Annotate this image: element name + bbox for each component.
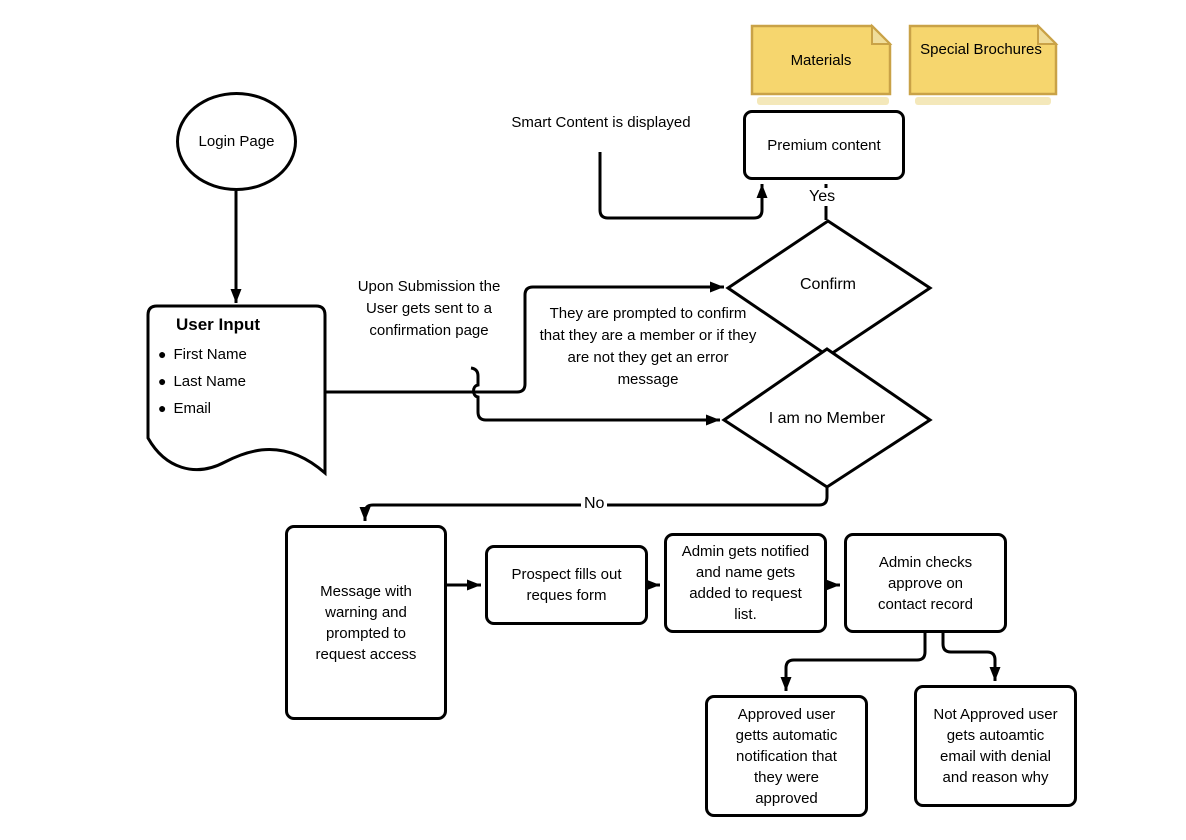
list-item: ● Email [158, 395, 278, 422]
prospect-form-node: Prospect fills out reques form [485, 545, 648, 625]
note-special-brochures-label: Special Brochures [920, 41, 1042, 58]
bullet-icon: ● [158, 400, 167, 416]
admin-notified-label: Admin gets notified and name gets added … [681, 543, 814, 623]
note-fold-corner [1037, 23, 1059, 45]
edge-label-no: No [581, 495, 608, 513]
premium-content-node: Premium content [743, 110, 905, 180]
edge-label-yes: Yes [806, 188, 839, 206]
not-approved-user-node: Not Approved user gets autoamtic email w… [914, 685, 1077, 807]
admin-checks-node: Admin checks approve on contact record [844, 533, 1007, 633]
approved-user-label: Approved user getts automatic notificati… [735, 705, 842, 807]
user-input-item-email: Email [173, 400, 211, 417]
smart-content-annotation: Smart Content is displayed [511, 114, 691, 131]
approved-user-node: Approved user getts automatic notificati… [705, 695, 868, 817]
login-page-node: Login Page [176, 92, 297, 191]
edge-adminchecks-to-notapproved [941, 633, 1001, 681]
message-warning-label: Message with warning and prompted to req… [315, 582, 417, 663]
sticky-note-special-brochures [908, 23, 1059, 96]
edge-userinput-to-member [470, 366, 720, 426]
message-warning-node: Message with warning and prompted to req… [285, 525, 447, 720]
note-shadow [915, 97, 1051, 105]
not-approved-user-label: Not Approved user gets autoamtic email w… [933, 706, 1062, 786]
admin-checks-label: Admin checks approve on contact record [877, 553, 977, 613]
login-page-label: Login Page [198, 133, 275, 150]
user-input-document-shape [146, 304, 327, 477]
edge-adminchecks-to-approved [780, 633, 927, 691]
edge-smartcontent-to-premium [598, 152, 768, 220]
upon-submission-annotation: Upon Submission the User gets sent to a … [357, 278, 501, 339]
user-input-item-first-name: First Name [173, 346, 247, 363]
sticky-note-materials [750, 23, 893, 96]
bullet-icon: ● [158, 346, 167, 362]
note-fold-corner [871, 23, 893, 45]
confirm-diamond-label: Confirm [799, 276, 856, 293]
user-input-item-last-name: Last Name [173, 373, 247, 390]
note-materials-label: Materials [790, 52, 852, 69]
prompted-annotation: They are prompted to confirm that they a… [539, 305, 757, 388]
user-input-content: User Input ● First Name ● Last Name ● Em… [158, 313, 278, 422]
note-shadow [757, 97, 889, 105]
edge-userinput-to-confirm [325, 281, 724, 394]
bullet-icon: ● [158, 373, 167, 389]
premium-content-label: Premium content [767, 136, 881, 154]
admin-notified-node: Admin gets notified and name gets added … [664, 533, 827, 633]
member-diamond-label: I am no Member [768, 410, 886, 427]
prospect-form-label: Prospect fills out reques form [511, 566, 626, 604]
user-input-title: User Input [175, 315, 261, 334]
list-item: ● First Name [158, 341, 278, 368]
list-item: ● Last Name [158, 368, 278, 395]
